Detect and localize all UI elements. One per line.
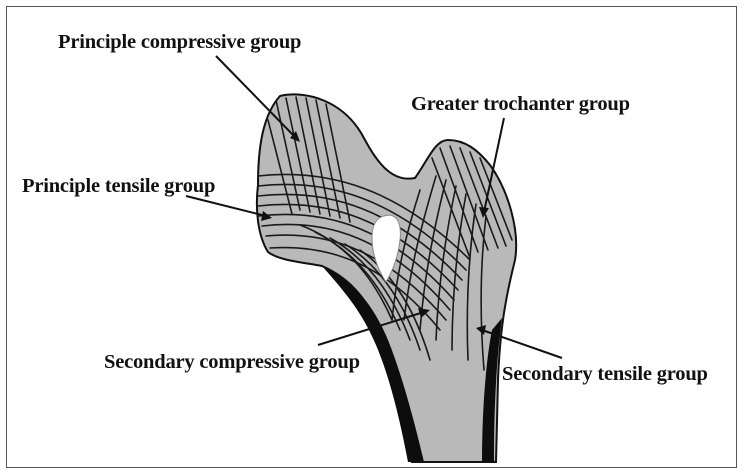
leader-secondary-compressive [317, 308, 430, 346]
medial-cortex [322, 266, 424, 462]
secondary-tensile-lines [391, 175, 487, 371]
wards-triangle [371, 214, 401, 283]
principle-tensile-lines [257, 173, 471, 331]
leader-principle-tensile [185, 195, 272, 221]
label-principle-tensile: Principle tensile group [22, 175, 215, 197]
leader-secondary-tensile [476, 325, 563, 359]
lateral-cortex [482, 318, 502, 462]
label-secondary-compressive: Secondary compressive group [104, 351, 360, 373]
leader-principle-compressive [215, 55, 300, 142]
label-secondary-tensile: Secondary tensile group [502, 363, 708, 385]
label-principle-compressive: Principle compressive group [58, 31, 301, 53]
label-greater-trochanter: Greater trochanter group [411, 93, 630, 115]
leader-greater-trochanter [479, 117, 505, 218]
